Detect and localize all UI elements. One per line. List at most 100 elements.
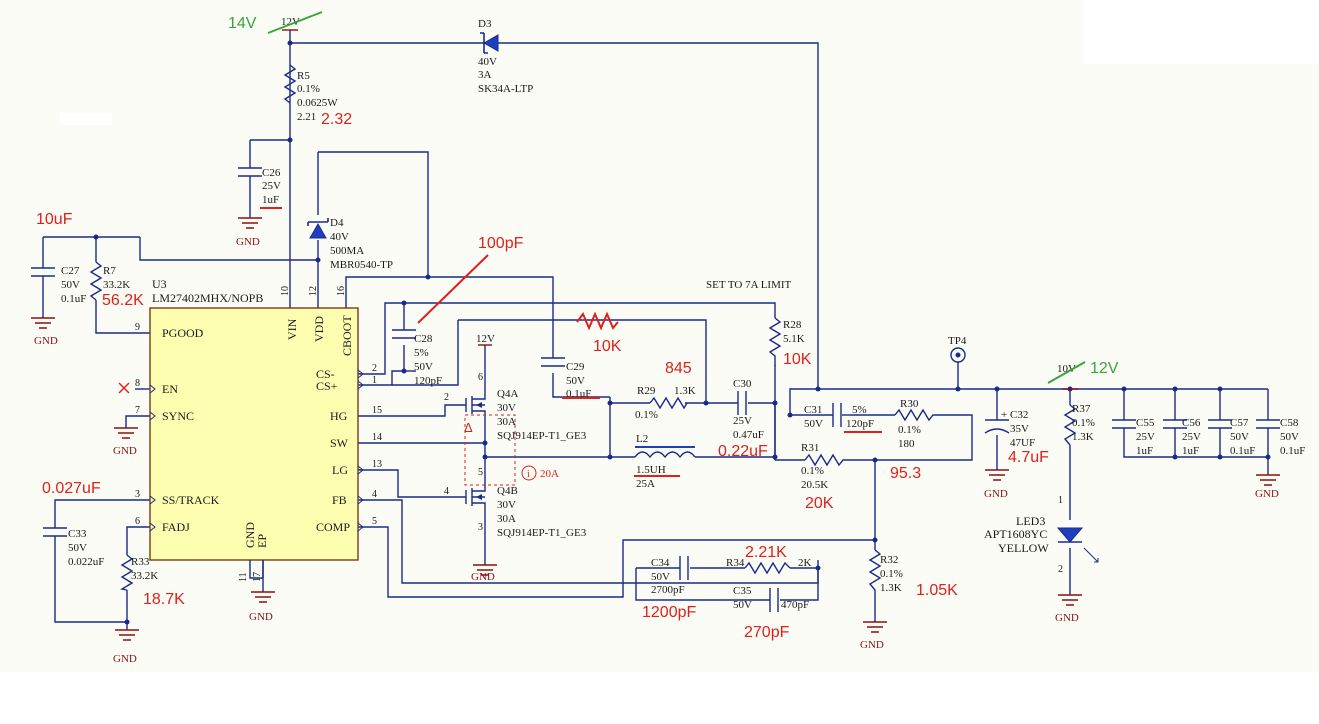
q4b-ref: Q4B (497, 485, 518, 497)
c34-ref: C34 (651, 557, 670, 569)
anno-c32: 4.7uF (1008, 449, 1049, 466)
pin-num-15: 15 (372, 405, 382, 416)
capacitor-c55: C55 25V 1uF (1112, 417, 1155, 457)
current-sense-box (464, 414, 516, 486)
d4-ref: D4 (330, 217, 344, 229)
ground-icon: GND (31, 317, 58, 347)
anno-r34: 2.21K (745, 544, 787, 561)
power-10v-right: 10V (1047, 361, 1086, 390)
testpoint-tp4: TP4 (948, 335, 967, 370)
c30-val: 0.47uF (733, 429, 764, 441)
c30-v: 25V (733, 415, 752, 427)
gnd-label: GND (249, 611, 273, 623)
gnd-label: GND (113, 653, 137, 665)
c31-v: 50V (804, 418, 823, 430)
l2-ref: L2 (636, 433, 648, 445)
r30-tol: 0.1% (898, 424, 921, 436)
r30-val: 180 (898, 438, 915, 450)
q4b-a: 30A (497, 513, 516, 525)
annotations: 14V 2.32 10uF 56.2K 100pF 10K 845 10K 0.… (36, 15, 1119, 641)
info-circle-glyph: i (527, 469, 530, 480)
resistor-r33: R33 33.2K (120, 554, 158, 591)
ground-icon: GND (249, 591, 275, 623)
q4a-part: SQJ914EP-T1_GE3 (497, 430, 587, 442)
junction-dots (93, 40, 1271, 625)
ground-icon: GND (113, 427, 138, 457)
d3-a: 3A (478, 69, 492, 81)
c58-val: 0.1uF (1280, 445, 1305, 457)
capacitor-c34: C34 50V 2700pF (651, 556, 689, 596)
c57-v: 50V (1230, 431, 1249, 443)
c28-tol: 5% (414, 347, 429, 359)
capacitor-c56: C56 25V 1uF (1163, 417, 1201, 457)
pin-name-fadj: FADJ (162, 520, 190, 534)
resistor-r28: R28 5.1K (768, 317, 805, 366)
c29-v: 50V (566, 375, 585, 387)
r28-ref: R28 (783, 319, 802, 331)
q4-12v-label: 12V (476, 333, 495, 345)
q4b-pin4: 4 (444, 486, 449, 497)
ground-icon: GND (984, 469, 1009, 500)
led3-ref: LED3 (1016, 514, 1045, 528)
pin-name-pgood: PGOOD (162, 326, 204, 340)
capacitor-c30: C30 25V 0.47uF (733, 378, 764, 441)
ic-top-pins: VIN 10 VDD 12 CBOOT 16 (280, 286, 354, 356)
c26-val: 1uF (262, 194, 279, 206)
gnd-label: GND (1255, 488, 1279, 500)
r5-w: 0.0625W (297, 97, 338, 109)
anno-r30: 95.3 (890, 465, 921, 482)
ground-icon: GND (860, 621, 887, 651)
r29-tol: 0.1% (635, 409, 658, 421)
capacitor-c26: C26 25V 1uF (238, 167, 282, 209)
l2-val: 1.5UH (636, 464, 666, 476)
q4a-pin2: 2 (444, 392, 449, 403)
c27-val: 0.1uF (61, 293, 86, 305)
inductor-l2: L2 1.5UH 25A (634, 433, 696, 490)
r32-ref: R32 (880, 554, 898, 566)
gnd-label: GND (236, 236, 260, 248)
blank-patch (60, 113, 112, 125)
ic-u3-body (149, 307, 359, 561)
r33-val: 33.2K (131, 570, 158, 582)
d4-a: 500MA (330, 245, 364, 257)
c32-ref: C32 (1010, 409, 1028, 421)
q4a-a: 30A (497, 416, 516, 428)
anno-r5: 2.32 (321, 111, 352, 128)
c56-val: 1uF (1182, 445, 1199, 457)
blank-corner (1083, 0, 1319, 64)
q4a-pin6: 6 (478, 372, 483, 383)
pin-num-17: 17 (252, 572, 263, 582)
anno-c33: 0.027uF (42, 480, 101, 497)
anno-zigzag (576, 311, 619, 331)
c58-v: 50V (1280, 431, 1299, 443)
mosfet-q4b: 5 4 3 Q4B 30V 30A SQJ914EP-T1_GE3 (444, 467, 587, 539)
gnd-label: GND (1055, 612, 1079, 624)
resistor-r31: R31 0.1% 20.5K (801, 442, 850, 491)
c56-ref: C56 (1182, 417, 1201, 429)
resistor-r5: R5 0.1% 0.0625W 2.21 (283, 64, 338, 123)
r37-tol: 0.1% (1072, 417, 1095, 429)
r7-val: 33.2K (103, 279, 130, 291)
ic-left-pins: PGOOD 9 EN 8 SYNC 7 SS/TRACK 3 FADJ 6 (135, 322, 220, 534)
c35-v: 50V (733, 599, 752, 611)
anno-r7: 56.2K (102, 292, 144, 309)
c31-ref: C31 (804, 404, 822, 416)
capacitor-c31: C31 50V 5% 120pF (804, 403, 882, 433)
gnd-label: GND (113, 445, 137, 457)
d4-part: MBR0540-TP (330, 259, 393, 271)
no-connect-x-icon (118, 382, 130, 394)
capacitor-c29: C29 50V 0.1uF (541, 357, 600, 400)
ground-symbols: GND GND GND GND GND GND GND GND GND GND (31, 217, 1280, 665)
d3-part: SK34A-LTP (478, 83, 533, 95)
d3-ref: D3 (478, 18, 492, 30)
power-12v-label: 12V (281, 16, 300, 28)
led-led3: 1 2 LED3 APT1608YC YELLOW (984, 495, 1099, 575)
r32-tol: 0.1% (880, 568, 903, 580)
power-12v-top: 12V (267, 11, 323, 34)
r5-tol: 0.1% (297, 83, 320, 95)
current-20a-label: 20A (540, 468, 559, 480)
anno-c28-strike (417, 254, 489, 324)
q4a-v: 30V (497, 402, 516, 414)
ic-right-pins: CS- 2 CS+ 1 HG 15 SW 14 LG 13 FB 4 COMP … (316, 363, 382, 534)
